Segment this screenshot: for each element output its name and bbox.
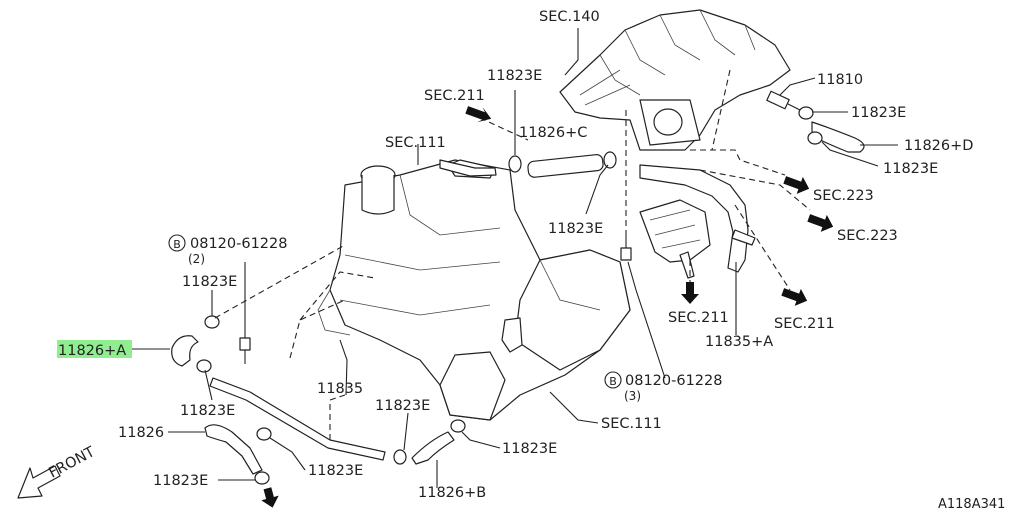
intake-manifold	[559, 9, 791, 151]
label-sec111-top: SEC.111	[385, 135, 446, 151]
clamp-11823e-bottom-center	[393, 449, 407, 465]
highlight-11826-plus-a	[57, 340, 132, 358]
bolt-left	[239, 337, 251, 364]
label-11823e-left-upper: 11823E	[182, 274, 237, 290]
label-11826-plus-a: 11826+A	[58, 343, 126, 359]
label-11826-plus-b: 11826+B	[418, 485, 486, 501]
hose-11826-plus-a	[171, 335, 199, 367]
clamp-11823e-top-mid	[508, 155, 522, 173]
direction-arrows	[261, 106, 834, 508]
label-11826-plus-c: 11826+C	[519, 125, 587, 141]
label-11823e-bottom-center: 11823E	[375, 398, 430, 414]
clamp-11823e-bottom-right	[450, 419, 466, 433]
clamp-11823e-left-lower	[256, 427, 272, 441]
bolt-symbol-right-letter: B	[609, 375, 617, 388]
arrow-sec211-right	[781, 288, 808, 306]
leader-lines	[132, 28, 898, 488]
label-11835: 11835	[317, 381, 363, 397]
hose-11826	[204, 424, 263, 475]
label-11823e-left-lower: 11823E	[308, 463, 363, 479]
bolt-symbol-left-letter: B	[173, 238, 181, 251]
arrow-sec223-a	[783, 176, 810, 194]
label-sec211-right: SEC.211	[774, 316, 835, 332]
label-bolt-right-quantity: (3)	[624, 389, 641, 403]
clamp-11823e-left-mid	[196, 359, 212, 373]
label-11823e-bottom-right: 11823E	[502, 441, 557, 457]
label-bolt-left-part-number: 08120-61228	[190, 236, 288, 252]
label-sec140: SEC.140	[539, 9, 600, 25]
hose-11826-plus-c	[527, 154, 604, 178]
front-label: FRONT	[46, 444, 97, 481]
front-direction-indicator: FRONT	[17, 444, 98, 499]
arrow-sec211-top	[465, 106, 492, 123]
bolt-right	[620, 232, 632, 261]
dashed-reference-lines	[214, 69, 811, 440]
hose-11826-plus-b	[411, 431, 455, 465]
label-11823e-right: 11823E	[883, 161, 938, 177]
bolt-symbol-left	[168, 234, 186, 252]
label-11823e-top-right: 11823E	[851, 105, 906, 121]
arrow-bottom	[261, 487, 279, 508]
label-11823e-top-mid: 11823E	[487, 68, 542, 84]
clamps	[196, 106, 823, 485]
engine-block	[317, 159, 631, 421]
clamp-11823e-left-upper	[204, 315, 220, 329]
label-sec211-mid: SEC.211	[668, 310, 729, 326]
pipe-11835	[209, 377, 386, 461]
label-sec211-top: SEC.211	[424, 88, 485, 104]
drawing-code: A118A341	[938, 497, 1005, 512]
pipe-11835-plus-a	[639, 164, 756, 279]
label-11835-plus-a: 11835+A	[705, 334, 773, 350]
label-11823e-left-bottom: 11823E	[153, 473, 208, 489]
bolt-symbol-right	[604, 371, 622, 389]
sensor-11810	[766, 90, 801, 111]
clamp-11823e-center	[603, 151, 617, 169]
hose-11826-plus-d	[811, 121, 865, 153]
label-sec223-a: SEC.223	[813, 188, 874, 204]
clamp-11823e-left-bottom	[254, 471, 270, 485]
label-11823e-left-mid: 11823E	[180, 403, 235, 419]
clamp-11823e-right	[807, 131, 823, 145]
label-11826: 11826	[118, 425, 164, 441]
label-11823e-center: 11823E	[548, 221, 603, 237]
label-sec111-bottom: SEC.111	[601, 416, 662, 432]
label-11810: 11810	[817, 72, 863, 88]
arrow-sec211-mid	[681, 282, 699, 304]
label-bolt-left-quantity: (2)	[188, 252, 205, 266]
label-11826-plus-d: 11826+D	[904, 138, 973, 154]
label-sec223-b: SEC.223	[837, 228, 898, 244]
part-labels: SEC.140 11810 11823E 11823E SEC.211 1182…	[58, 9, 1005, 512]
arrow-sec223-b	[807, 214, 834, 232]
label-bolt-right-part-number: 08120-61228	[625, 373, 723, 389]
clamp-11823e-top-right	[798, 106, 814, 120]
